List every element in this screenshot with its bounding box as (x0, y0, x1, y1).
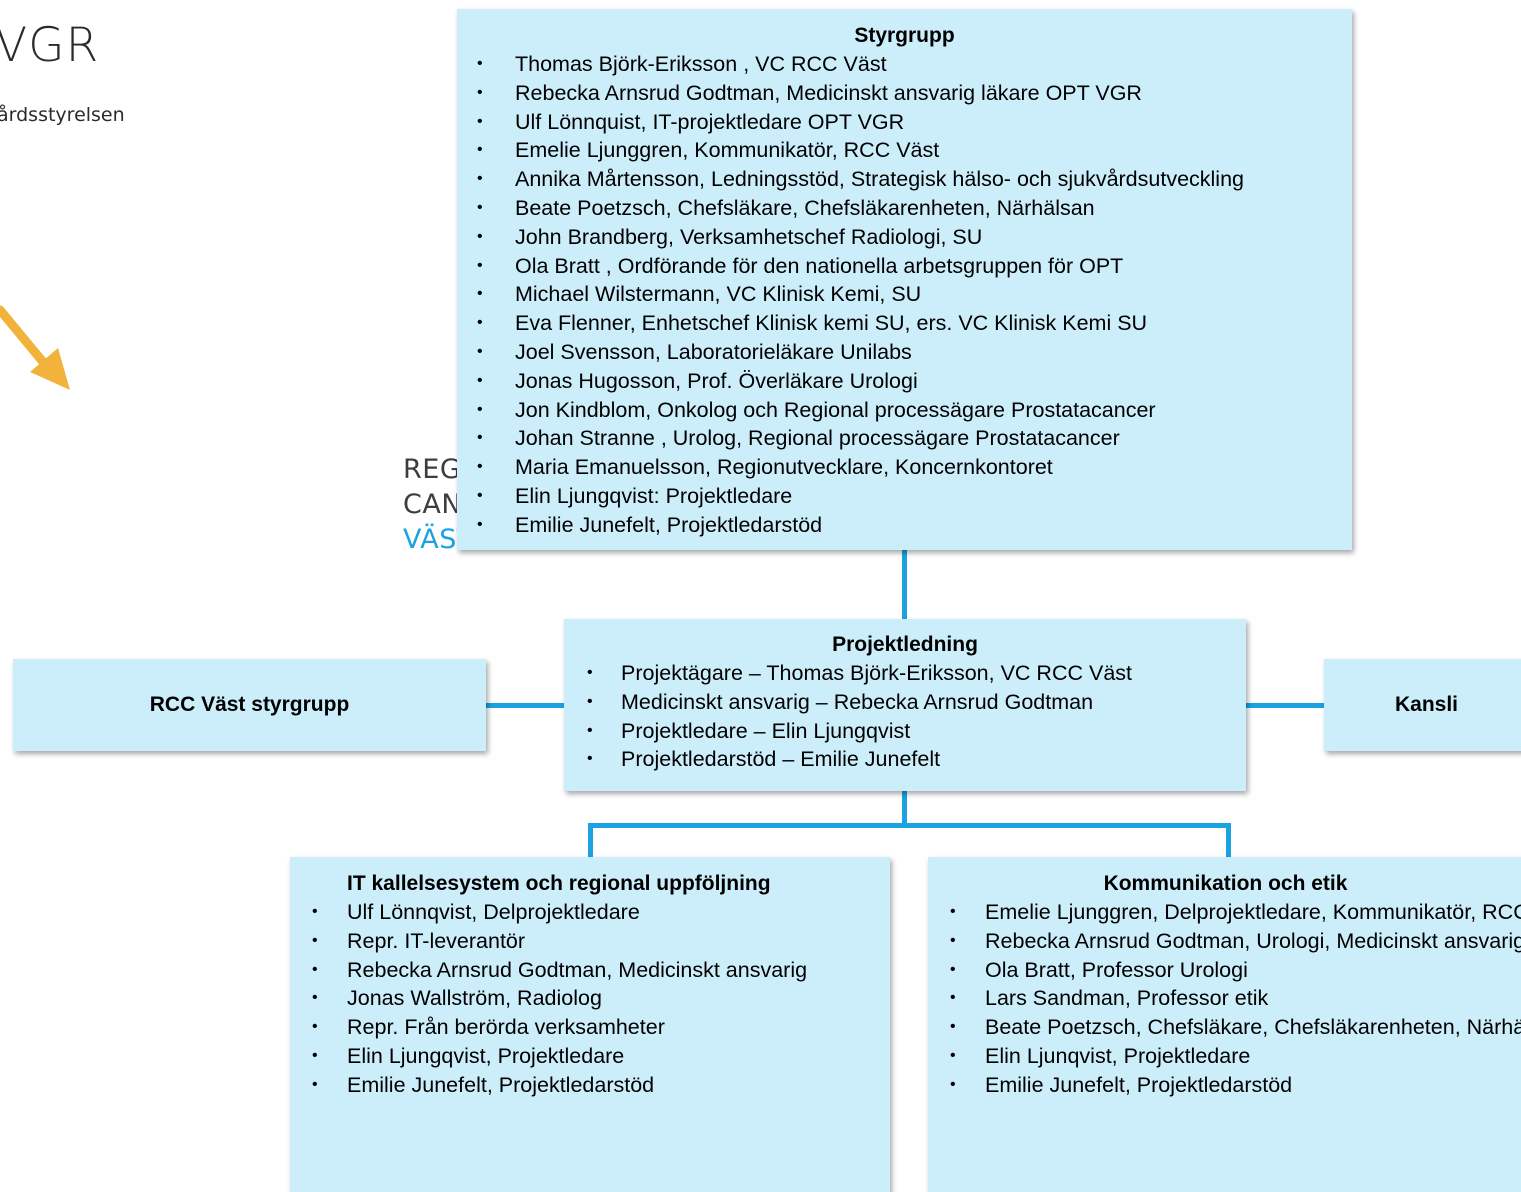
list-item: Maria Emanuelsson, Regionutvecklare, Kon… (457, 453, 1352, 482)
kommunikation-group-title: Kommunikation och etik (1103, 872, 1348, 895)
list-item: Emilie Junefelt, Projektledarstöd (457, 511, 1352, 540)
list-item: John Brandberg, Verksamhetschef Radiolog… (457, 223, 1352, 252)
rcc-arrow-icon (0, 305, 70, 390)
list-item: Emelie Ljunggren, Kommunikatör, RCC Väst (457, 136, 1352, 165)
list-item: Ola Bratt , Ordförande för den nationell… (457, 252, 1352, 281)
list-item: Ola Bratt, Professor Urologi (928, 956, 1505, 985)
list-item: Rebecka Arnsrud Godtman, Medicinskt ansv… (290, 956, 890, 985)
list-item: Joel Svensson, Laboratorieläkare Unilabs (457, 338, 1352, 367)
list-item: Emelie Ljunggren, Delprojektledare, Komm… (928, 898, 1521, 927)
kansli-box: Kansli (1324, 659, 1521, 751)
vgr-logo-text: VGR (0, 18, 100, 73)
vgr-logo-subtitle: årdsstyrelsen (0, 104, 125, 126)
connector-projektledning-down (902, 791, 907, 826)
projektledning-member-list: Projektägare – Thomas Björk-Eriksson, VC… (564, 659, 1246, 774)
list-item: Rebecka Arnsrud Godtman, Urologi, Medici… (928, 927, 1521, 956)
list-item: Emilie Junefelt, Projektledarstöd (928, 1071, 1505, 1100)
list-item: Ulf Lönnquist, IT-projektledare OPT VGR (457, 108, 1352, 137)
list-item: Eva Flenner, Enhetschef Klinisk kemi SU,… (457, 309, 1352, 338)
list-item: Projektledare – Elin Ljungqvist (564, 717, 1246, 746)
list-item: Beate Poetzsch, Chefsläkare, Chefsläkare… (457, 194, 1352, 223)
list-item: Projektägare – Thomas Björk-Eriksson, VC… (564, 659, 1246, 688)
list-item: Jonas Hugosson, Prof. Överläkare Urologi (457, 367, 1352, 396)
rcc-vast-styrgrupp-box: RCC Väst styrgrupp (13, 659, 486, 751)
list-item: Projektledarstöd – Emilie Junefelt (564, 745, 1246, 774)
list-item: Elin Ljungqvist, Projektledare (290, 1042, 890, 1071)
list-item: Jonas Wallström, Radiolog (290, 984, 890, 1013)
list-item: Ulf Lönnqvist, Delprojektledare (290, 898, 890, 927)
list-item: Repr. IT-leverantör (290, 927, 890, 956)
list-item: Elin Ljungqvist: Projektledare (457, 482, 1352, 511)
connector-branch-it (588, 823, 593, 857)
projektledning-title: Projektledning (832, 633, 978, 656)
connector-styrgrupp-projektledning (902, 550, 907, 619)
styrgrupp-box: Styrgrupp Thomas Björk-Eriksson , VC RCC… (457, 9, 1352, 550)
kansli-title: Kansli (1394, 693, 1459, 716)
rcc-vast-styrgrupp-title: RCC Väst styrgrupp (149, 693, 350, 716)
list-item: Jon Kindblom, Onkolog och Regional proce… (457, 396, 1352, 425)
projektledning-box: Projektledning Projektägare – Thomas Bjö… (564, 619, 1246, 791)
connector-branch-komm (1226, 823, 1231, 857)
list-item: Repr. Från berörda verksamheter (290, 1013, 890, 1042)
list-item: Michael Wilstermann, VC Klinisk Kemi, SU (457, 280, 1352, 309)
connector-horizontal-branch (588, 823, 1231, 828)
list-item: Johan Stranne , Urolog, Regional process… (457, 424, 1352, 453)
it-group-member-list: Ulf Lönnqvist, Delprojektledare Repr. IT… (290, 898, 890, 1100)
kommunikation-member-list: Emelie Ljunggren, Delprojektledare, Komm… (928, 898, 1521, 1100)
it-group-title: IT kallelsesystem och regional uppföljni… (347, 872, 771, 895)
list-item: Medicinskt ansvarig – Rebecka Arnsrud Go… (564, 688, 1246, 717)
list-item: Emilie Junefelt, Projektledarstöd (290, 1071, 890, 1100)
list-item: Beate Poetzsch, Chefsläkare, Chefsläkare… (928, 1013, 1521, 1042)
list-item: Elin Ljunqvist, Projektledare (928, 1042, 1505, 1071)
list-item: Annika Mårtensson, Ledningsstöd, Strateg… (457, 165, 1352, 194)
it-group-box: IT kallelsesystem och regional uppföljni… (290, 857, 890, 1192)
connector-projektledning-kansli (1246, 703, 1324, 708)
kommunikation-group-box: Kommunikation och etik Emelie Ljunggren,… (928, 857, 1521, 1192)
list-item: Rebecka Arnsrud Godtman, Medicinskt ansv… (457, 79, 1352, 108)
styrgrupp-member-list: Thomas Björk-Eriksson , VC RCC Väst Rebe… (457, 50, 1352, 540)
list-item: Thomas Björk-Eriksson , VC RCC Väst (457, 50, 1352, 79)
connector-rcc-projektledning (486, 703, 564, 708)
styrgrupp-title: Styrgrupp (854, 24, 955, 47)
list-item: Lars Sandman, Professor etik (928, 984, 1505, 1013)
